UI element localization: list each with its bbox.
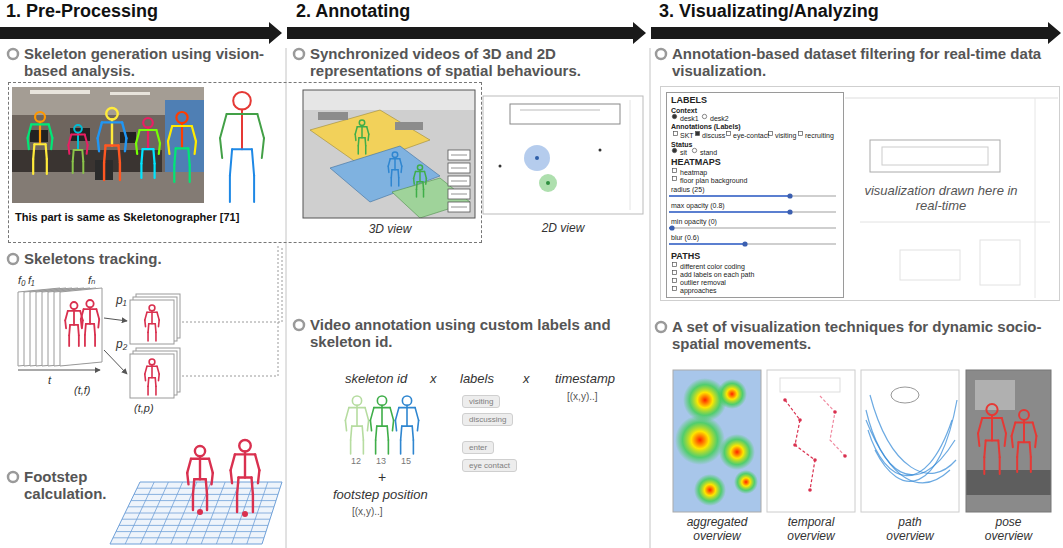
formula-term: skeleton id <box>345 372 407 387</box>
step-heading: Video annotation using custom labels and… <box>310 316 644 351</box>
visualization-frame: visualization drawn here in real-time LAB… <box>660 86 1060 301</box>
control-label: discuss <box>702 132 725 139</box>
step-heading: Synchronized videos of 3D and 2D represe… <box>310 45 644 80</box>
formula-term: x <box>430 372 437 387</box>
bullet <box>8 49 666 482</box>
3d-view-frame <box>303 90 475 218</box>
thumbnail: aggregated overview <box>673 370 761 546</box>
axis-label: (t,p) <box>134 402 154 415</box>
control-label: floor plan background <box>680 177 747 184</box>
formula-term: x <box>523 372 530 387</box>
caption: 2D view <box>483 222 643 236</box>
stage-arrow <box>0 22 1061 44</box>
formula-term: + <box>378 469 386 485</box>
tracking-illustration <box>18 246 282 398</box>
control-label: Context <box>671 107 697 114</box>
stage-heading: 2. Annotating <box>296 1 410 22</box>
label-pill: visiting <box>462 395 500 408</box>
filter-panel: LABELS Contextdesk1 desk2Annotations (Labe… <box>666 92 844 298</box>
step-heading: Footstep calculation. <box>24 468 124 503</box>
step-heading: Skeletons tracking. <box>24 250 279 267</box>
label-pill: enter <box>462 441 494 454</box>
caption: aggregated overview <box>681 516 753 544</box>
thumbnail: path overview <box>861 370 959 546</box>
formula-term: timestamp <box>555 372 615 387</box>
temporal-thumbnail <box>767 370 855 512</box>
formula-value: [(x,y)..] <box>352 506 383 518</box>
skeleton-figure <box>220 92 264 202</box>
control-label: radius (25) <box>671 186 704 193</box>
skeleton-id: 12 <box>351 456 361 466</box>
control-label: min opacity (0) <box>671 218 717 225</box>
control-label: visiting <box>775 132 796 139</box>
pose-thumbnail <box>966 370 1051 512</box>
view-panel: 2D view <box>483 96 643 238</box>
axis-label: (t,f) <box>74 384 91 397</box>
step-heading: Annotation-based dataset filtering for r… <box>672 45 1054 80</box>
control-label: eye-contact <box>733 132 769 139</box>
axis-label: p₁ <box>116 294 126 308</box>
control-label: Annotations (Labels) <box>671 123 741 130</box>
control-label: stand <box>700 149 717 156</box>
axis-label: fₙ <box>88 274 95 287</box>
pill-text: eye contact <box>469 461 510 470</box>
control-label: desk1 <box>680 115 699 122</box>
filter-widgets <box>665 91 843 297</box>
control-label: HEATMAPS <box>671 158 721 167</box>
label-pill: discussing <box>462 413 513 426</box>
control-label: sit <box>680 149 687 156</box>
thumbnail-frame <box>966 370 1051 512</box>
formula-term: labels <box>460 372 494 387</box>
control-label: desk2 <box>710 115 729 122</box>
control-label: max opacity (0.8) <box>671 202 725 209</box>
pill-text: visiting <box>469 397 493 406</box>
column-separator <box>286 48 650 548</box>
pill-text: discussing <box>469 415 506 424</box>
control-label: heatmap <box>680 169 707 176</box>
note: This part is same as Skeletonographer [7… <box>15 211 283 224</box>
control-label: SKT <box>680 132 694 139</box>
thumbnail: temporal overview <box>767 370 855 546</box>
3d-view-image <box>303 90 475 218</box>
formula-term: footstep position <box>333 488 428 503</box>
skeleton-id: 15 <box>401 456 411 466</box>
label-pill: eye contact <box>462 459 517 472</box>
axis-label: p₂ <box>116 338 127 352</box>
axis-label: f₁ <box>28 274 35 287</box>
path-thumbnail <box>861 370 959 512</box>
dashed-region: This part is same as Skeletonographer [7… <box>8 82 482 243</box>
control-label: blur (0.6) <box>671 234 699 241</box>
floor-plan <box>845 98 1058 298</box>
control-label: Status <box>671 141 692 148</box>
view-panel: 3D view <box>304 91 476 239</box>
control-label: add labels on each path <box>680 271 754 278</box>
axis-label: t <box>48 374 51 387</box>
step-heading: A set of visualization techniques for dy… <box>672 318 1054 353</box>
annotation-skeletons <box>345 396 418 454</box>
pill-text: enter <box>469 443 487 452</box>
formula-value: [(x,y)..] <box>567 391 598 403</box>
thumbnail: pose overview <box>966 370 1051 546</box>
control-label: PATHS <box>671 252 700 261</box>
stage-heading: 1. Pre-Processing <box>6 1 158 22</box>
caption: temporal overview <box>775 516 847 544</box>
caption: pose overview <box>973 516 1045 544</box>
footstep-grid <box>110 440 282 544</box>
thumbnail-frame <box>673 370 761 512</box>
2d-view-image <box>483 96 643 214</box>
caption: path overview <box>874 516 946 544</box>
stage-heading: 3. Visualizating/Analyzing <box>659 1 879 22</box>
control-label: recruiting <box>805 132 834 139</box>
control-label: LABELS <box>671 96 707 105</box>
office-photo <box>12 87 204 203</box>
step-heading: Skeleton generation using vision-based a… <box>24 45 279 80</box>
placeholder-note: visualization drawn here in real-time <box>856 184 1026 214</box>
axis-label: f₀ <box>18 274 26 287</box>
skeleton-id: 13 <box>376 456 386 466</box>
control-label: approaches <box>680 287 717 294</box>
control-label: different color coding <box>680 263 745 270</box>
control-label: outlier removal <box>680 279 726 286</box>
caption: 3D view <box>304 223 476 237</box>
heatmap-thumbnail <box>673 370 761 512</box>
